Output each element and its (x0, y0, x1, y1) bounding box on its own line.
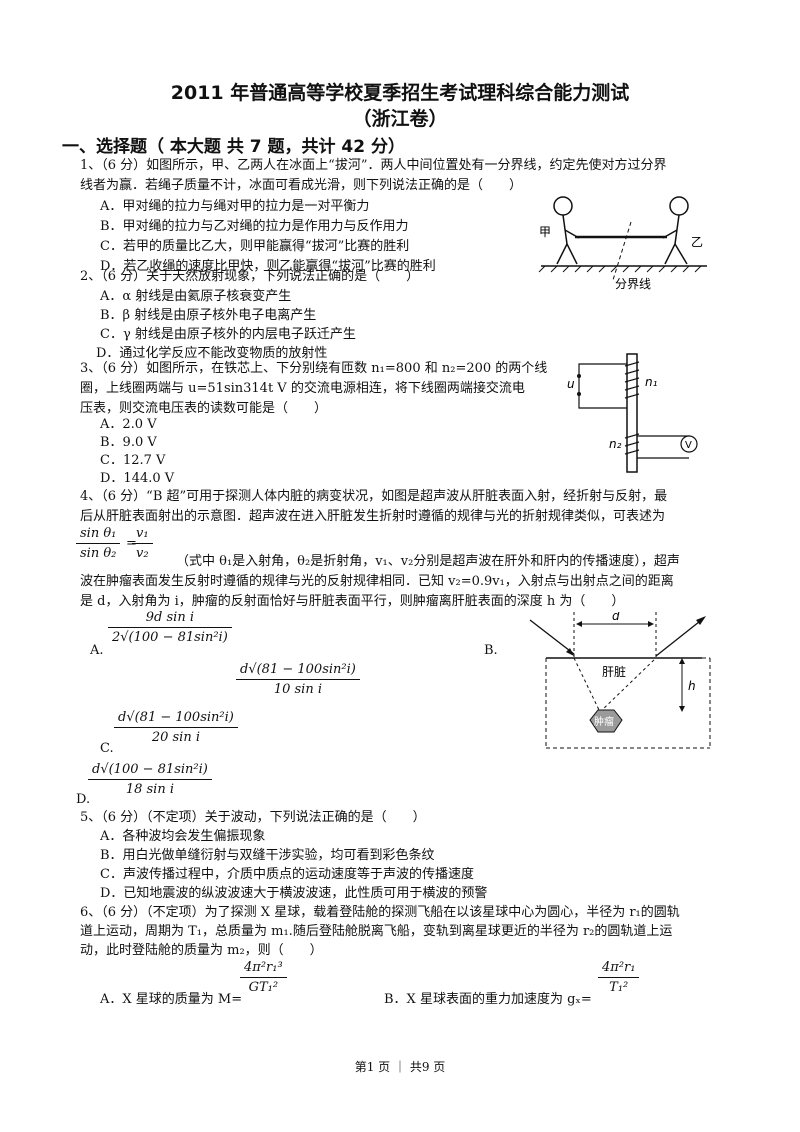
q2-option-b: B．β 射线是由原子核外电子电离产生 (100, 308, 317, 323)
q4-option-d-formula: d√(100 − 81sin²i) 18 sin i (88, 762, 212, 797)
page-title: 2011 年普通高等学校夏季招生考试理科综合能力测试 (170, 82, 630, 104)
q1-option-b: B．甲对绳的拉力与乙对绳的拉力是作用力与反作用力 (100, 219, 409, 234)
q2-stem: 2、（6 分）关于天然放射现象，下列说法正确的是（ ） (80, 269, 420, 284)
q2-option-d: D．通过化学反应不能改变物质的放射性 (96, 346, 328, 361)
q1-stem-line1: 1、（6 分）如图所示，甲、乙两人在冰面上“拔河”．两人中间位置处有一分界线，约… (80, 158, 667, 173)
page-subtitle: （浙江卷） (352, 108, 448, 130)
snell-formula-left: sin θ₁ sin θ₂ (76, 526, 121, 561)
q5-option-a: A．各种波均会发生偏振现象 (100, 829, 266, 844)
q4-option-b-label: B. (484, 643, 498, 658)
q3-option-b: B．9.0 V (100, 435, 157, 450)
q5-stem: 5、（6 分）（不定项）关于波动，下列说法正确的是（ ） (80, 810, 426, 825)
q2-option-c: C．γ 射线是由原子核外的内层电子跃迁产生 (100, 327, 356, 342)
section-heading: 一、选择题（ 本大题 共 7 题，共计 42 分） (62, 137, 405, 157)
q1-option-a: A．甲对绳的拉力与绳对甲的拉力是一对平衡力 (100, 199, 370, 214)
q6-option-a-formula: 4π²r₁³ GT₁² (240, 960, 287, 995)
fig-label-divider: 分界线 (615, 277, 651, 291)
q3-stem-line1: 3、（6 分）如图所示，在铁芯上、下分别绕有匝数 n₁=800 和 n₂=200… (80, 361, 548, 376)
fig-label-tumor: 肿瘤 (594, 715, 614, 728)
q4-option-a-label: A. (90, 643, 104, 658)
q3-stem-line3: 压表，则交流电压表的读数可能是（ ） (80, 401, 328, 416)
q3-option-c: C．12.7 V (100, 453, 166, 468)
q4-option-d-label: D. (76, 792, 91, 807)
fig-label-n2: n₂ (609, 437, 622, 451)
q4-stem-line1: 4、（6 分）“B 超”可用于探测人体内脏的病变状况，如图是超声波从肝脏表面入射… (80, 489, 668, 504)
q3-option-d: D．144.0 V (100, 471, 175, 486)
q4-option-a-formula: 9d sin i 2√(100 − 81sin²i) (108, 610, 232, 645)
q4-option-b-formula: d√(81 − 100sin²i) 10 sin i (236, 662, 360, 697)
q5-option-b: B．用白光做单缝衍射与双缝干涉实验，均可看到彩色条纹 (100, 848, 435, 863)
q4-option-c-label: C. (100, 741, 114, 756)
q6-option-b: B．X 星球表面的重力加速度为 gₓ= (384, 992, 592, 1007)
q4-option-c-formula: d√(81 − 100sin²i) 20 sin i (114, 710, 238, 745)
ultrasound-figure: d h 肝脏 肿瘤 (529, 612, 711, 749)
q6-stem-line2: 道上运动，周期为 T₁，总质量为 m₁.随后登陆舱脱离飞船，变轨到离星球更近的半… (80, 924, 673, 939)
q4-stem-line5: 是 d，入射角为 i，肿瘤的反射面恰好与肝脏表面平行，则肿瘤离肝脏表面的深度 h… (80, 594, 625, 609)
q3-stem-line2: 圈，上线圈两端与 u=51sin314t V 的交流电源相连，将下线圈两端接交流… (80, 381, 525, 396)
q1-option-d: D．若乙收绳的速度比甲快，则乙能赢得“拔河”比赛的胜利 (100, 259, 436, 274)
q4-stem-line4: 波在肿瘤表面发生反射时遵循的规律与光的反射规律相同．已知 v₂=0.9v₁，入射… (80, 574, 674, 589)
fig-label-yi: 乙 (691, 235, 703, 249)
q6-option-b-formula: 4π²r₁ T₁² (598, 960, 640, 995)
q4-stem-line3: （式中 θ₁是入射角，θ₂是折射角，v₁、v₂分别是超声波在肝外和肝内的传播速度… (176, 554, 680, 569)
fig-label-h: h (688, 679, 696, 693)
tug-of-war-figure: 甲 乙 分界线 (538, 196, 707, 291)
q2-option-a: A．α 射线是由氦原子核衰变产生 (100, 289, 292, 304)
q5-option-c: C．声波传播过程中，介质中质点的运动速度等于声波的传播速度 (100, 867, 474, 882)
q4-stem-line2: 后从肝脏表面射出的示意图．超声波在进入肝脏发生折射时遵循的规律与光的折射规律类似… (80, 509, 666, 524)
fig-label-jia: 甲 (539, 225, 551, 239)
fig-label-u: u (567, 377, 575, 391)
snell-formula-right: v₁ v₂ (132, 526, 153, 561)
q6-option-a: A．X 星球的质量为 M= (100, 992, 243, 1007)
fig-label-liver: 肝脏 (602, 664, 626, 679)
q1-option-c: C．若甲的质量比乙大，则甲能赢得“拔河”比赛的胜利 (100, 239, 410, 254)
q6-stem-line3: 动，此时登陆舱的质量为 m₂，则（ ） (80, 943, 323, 958)
page-footer: 第1 页 ｜ 共9 页 (354, 1060, 446, 1074)
q3-option-a: A．2.0 V (100, 417, 157, 432)
q5-option-d: D．已知地震波的纵波波速大于横波波速，此性质可用于横波的预警 (100, 886, 488, 901)
fig-label-n1: n₁ (645, 375, 658, 389)
transformer-figure: V u n₁ n₂ (567, 353, 698, 473)
q1-stem-line2: 线者为赢．若绳子质量不计，冰面可看成光滑，则下列说法正确的是（ ） (80, 178, 523, 193)
voltmeter-label: V (685, 440, 692, 451)
fig-label-d: d (612, 612, 620, 623)
q6-stem-line1: 6、（6 分）（不定项）为了探测 X 星球，载着登陆舱的探测飞船在以该星球中心为… (80, 905, 680, 920)
